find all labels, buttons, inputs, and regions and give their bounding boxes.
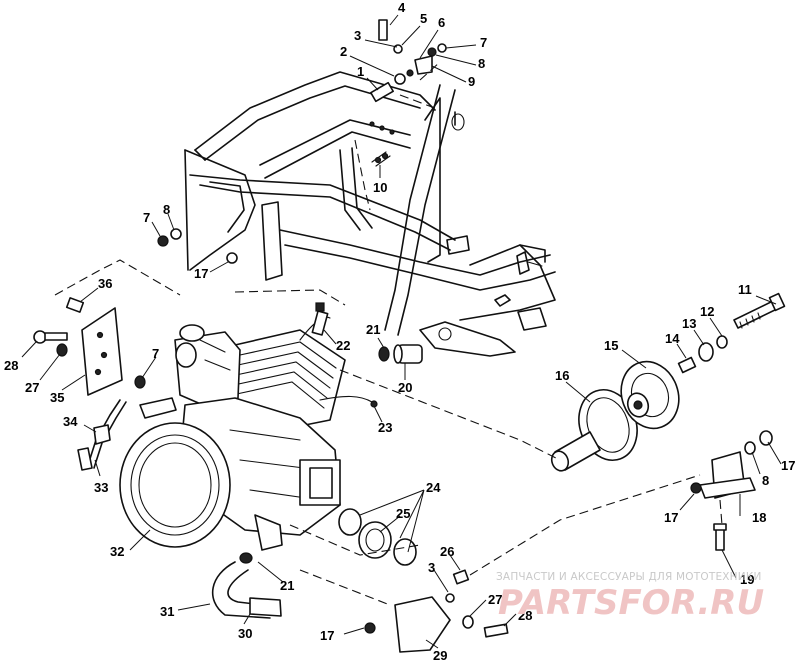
frame (184, 71, 556, 357)
hose-30 (211, 552, 282, 619)
callout-label: 13 (682, 316, 696, 331)
callout-label: 22 (336, 338, 350, 353)
callout-label: 17 (664, 510, 678, 525)
callout-label: 29 (433, 648, 447, 663)
spark-plug-22 (311, 302, 329, 336)
callout-label: 10 (373, 180, 387, 195)
callout-label: 12 (700, 304, 714, 319)
callout-label: 11 (738, 282, 752, 297)
callout-label: 17 (194, 266, 208, 281)
callout-label: 16 (555, 368, 569, 383)
watermark-caption: ЗАПЧАСТИ И АКСЕССУАРЫ ДЛЯ МОТОТЕХНИКИ (496, 571, 762, 583)
callout-label: 30 (238, 626, 252, 641)
callout-label: 7 (143, 210, 150, 225)
callout-label: 5 (420, 11, 427, 26)
callout-label: 2 (340, 44, 347, 59)
engine-mount-bracket-35 (33, 297, 146, 396)
callout-label: 27 (488, 592, 502, 607)
callout-label: 25 (396, 506, 410, 521)
callout-label: 31 (160, 604, 174, 619)
bracket-29 (364, 569, 509, 653)
watermark-logo: PARTSFOR.RU (498, 583, 764, 623)
callout-label: 32 (110, 544, 124, 559)
bracket-18 (690, 430, 773, 551)
callout-label: 20 (398, 380, 412, 395)
exhaust-couplers-24 (338, 508, 417, 566)
callout-label: 18 (752, 510, 766, 525)
callout-label: 8 (163, 202, 170, 217)
callout-leaders (21, 14, 782, 649)
callout-labels: 1 2 3 4 5 6 7 8 9 10 7 8 17 11 12 13 14 … (4, 0, 795, 663)
callout-label: 36 (98, 276, 112, 291)
engine-assembly (119, 316, 378, 551)
callout-label: 9 (468, 74, 475, 89)
callout-label: 4 (398, 0, 406, 15)
driven-clutch-15 (620, 360, 680, 430)
assembly-lines (54, 61, 723, 606)
fuel-line-33 (77, 399, 127, 471)
callout-label: 1 (357, 64, 364, 79)
side-panel-hardware (157, 228, 238, 264)
callout-label: 6 (438, 15, 445, 30)
callout-label: 7 (480, 35, 487, 50)
callout-label: 35 (50, 390, 64, 405)
callout-label: 19 (740, 572, 754, 587)
callout-label: 17 (320, 628, 334, 643)
upper-mount-hardware (370, 19, 447, 167)
callout-label: 21 (366, 322, 380, 337)
callout-label: 21 (280, 578, 294, 593)
callout-label: 3 (354, 28, 361, 43)
callout-label: 3 (428, 560, 435, 575)
callout-label: 28 (518, 608, 532, 623)
watermark: ЗАПЧАСТИ И АКСЕССУАРЫ ДЛЯ МОТОТЕХНИКИ PA… (496, 571, 764, 623)
callout-label: 15 (604, 338, 618, 353)
callout-label: 23 (378, 420, 392, 435)
callout-label: 34 (63, 414, 78, 429)
callout-label: 17 (781, 458, 795, 473)
callout-label: 24 (426, 480, 441, 495)
intake-boot-20 (378, 344, 423, 364)
callout-label: 26 (440, 544, 454, 559)
callout-label: 14 (665, 331, 680, 346)
drive-clutch-16 (550, 389, 638, 472)
callout-label: 33 (94, 480, 108, 495)
callout-label: 8 (762, 473, 769, 488)
callout-label: 27 (25, 380, 39, 395)
callout-label: 8 (478, 56, 485, 71)
callout-label: 7 (152, 346, 159, 361)
callout-label: 28 (4, 358, 18, 373)
clutch-bolt-11 (677, 292, 786, 374)
